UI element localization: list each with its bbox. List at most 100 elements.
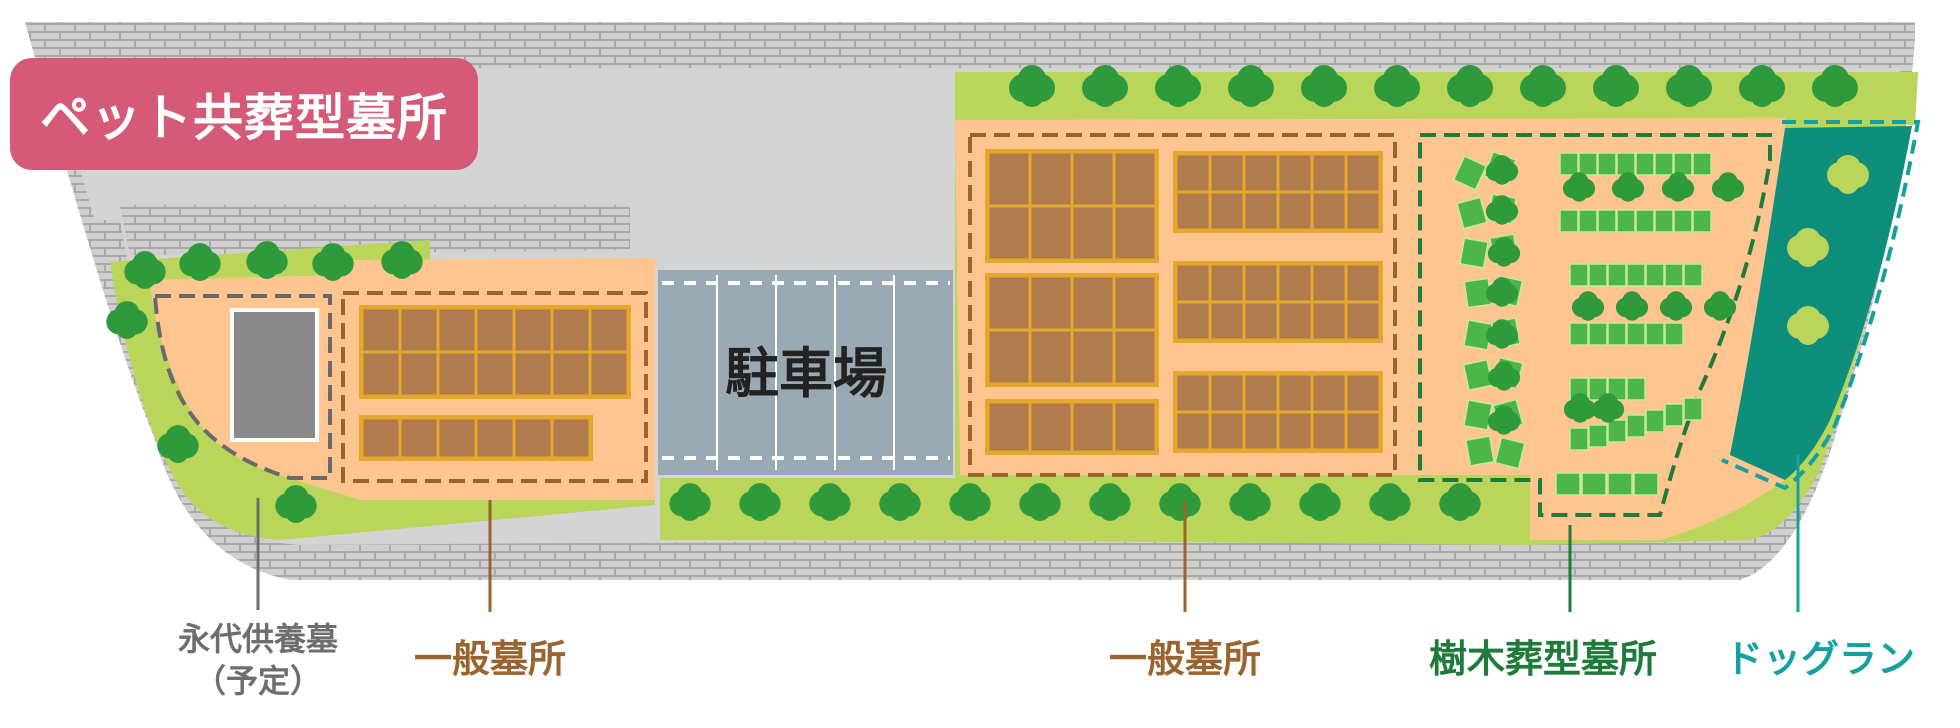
grave-plot (401, 309, 437, 351)
tree-burial-plot (1459, 237, 1489, 269)
label-tree-burial: 樹木葬型墓所 (1428, 637, 1657, 681)
tree-burial-plot (1692, 209, 1712, 233)
label-dog-run: ドッグラン (1724, 637, 1915, 681)
tree-burial-plot (1664, 263, 1684, 287)
grave-plot (989, 403, 1029, 451)
grave-plot (1115, 153, 1155, 205)
grave-plot (1177, 303, 1209, 339)
tree-lobe (1493, 289, 1511, 307)
tree-burial-plot (1626, 377, 1646, 401)
grave-plot (515, 353, 551, 395)
tree-burial-plot (1607, 419, 1627, 443)
tree-lobe (1169, 499, 1191, 521)
tree-lobe (1719, 184, 1737, 202)
tree-icon (739, 483, 781, 521)
tree-burial-plot (1692, 152, 1712, 176)
tree-icon (1739, 65, 1785, 107)
grave-plot (1073, 207, 1113, 259)
dog-run (1730, 126, 1912, 480)
tree-burial-plot (1588, 377, 1608, 401)
tree-icon (106, 301, 148, 339)
tree-icon (1827, 155, 1869, 194)
tree-icon (1485, 195, 1519, 225)
tree-lobe (1239, 83, 1263, 107)
tree-icon (1787, 228, 1829, 267)
grave-plot (1073, 153, 1113, 205)
tree-burial-plot (1626, 263, 1646, 287)
grave-plot (1211, 303, 1243, 339)
tree-burial-plot (1569, 322, 1589, 346)
grave-plot (1313, 193, 1345, 229)
tree-lobe (1823, 83, 1847, 107)
tree-icon (1485, 155, 1519, 185)
tree-icon (1711, 172, 1745, 202)
grave-plot (439, 353, 475, 395)
tree-burial-plot (1494, 436, 1526, 470)
tree-lobe (1579, 303, 1597, 321)
grave-plot (477, 419, 513, 457)
grave-plot (515, 419, 551, 457)
tree-burial-plot (1555, 472, 1581, 496)
grave-plot (989, 207, 1029, 259)
tree-burial-plot (1578, 152, 1598, 176)
tree-burial-plot (1673, 152, 1693, 176)
tree-burial-plot (1607, 263, 1627, 287)
grave-plot (1177, 155, 1209, 191)
grave-plot (1177, 265, 1209, 301)
tree-lobe (679, 499, 701, 521)
tree-lobe (1797, 323, 1819, 345)
grave-plot (1245, 193, 1277, 229)
grave-plot (1115, 277, 1155, 329)
grave-plot (1073, 277, 1113, 329)
grave-plot (1245, 375, 1277, 411)
tree-burial-plot (1463, 399, 1493, 431)
grave-plot (989, 331, 1029, 383)
tree-lobe (1166, 83, 1190, 107)
tree-lobe (167, 441, 189, 463)
grave-plot (477, 353, 513, 395)
grave-plot (1073, 331, 1113, 383)
page-title: ペット共葬型墓所 (40, 89, 448, 147)
tree-burial-plot (1616, 152, 1636, 176)
tree-lobe (1711, 303, 1729, 321)
tree-burial-plot (1578, 209, 1598, 233)
grave-plot (401, 353, 437, 395)
tree-lobe (116, 317, 138, 339)
tree-icon (1487, 237, 1521, 267)
grave-plot (1245, 413, 1277, 449)
tree-icon (1369, 483, 1411, 521)
grave-plot (1279, 375, 1311, 411)
tree-icon (879, 483, 921, 521)
tree-burial-plot (1616, 209, 1636, 233)
tree-icon (1661, 172, 1695, 202)
tree-lobe (1239, 499, 1261, 521)
grave-plot (1115, 403, 1155, 451)
tree-burial-plot (1664, 403, 1684, 427)
tree-burial-plot (1635, 152, 1655, 176)
label-general-left: 一般墓所 (413, 637, 566, 681)
label-eitai-line1: 永代供養墓 (177, 620, 338, 658)
tree-lobe (749, 499, 771, 521)
tree-icon (1155, 65, 1201, 107)
tree-burial-plot (1597, 209, 1617, 233)
tree-lobe (959, 499, 981, 521)
tree-icon (949, 483, 991, 521)
tree-lobe (1495, 417, 1513, 435)
label-eitai-line2: （予定） (193, 662, 322, 700)
tree-icon (1563, 393, 1597, 423)
grave-plot (1313, 413, 1345, 449)
tree-icon (1591, 393, 1625, 423)
grave-plot (1211, 193, 1243, 229)
tree-lobe (322, 259, 344, 281)
grave-plot (1279, 265, 1311, 301)
label-general-right: 一般墓所 (1108, 637, 1261, 681)
tree-lobe (1495, 249, 1513, 267)
title-badge: ペット共葬型墓所 (10, 58, 478, 170)
tree-icon (1019, 483, 1061, 521)
tree-lobe (285, 501, 307, 523)
tree-lobe (1599, 405, 1617, 423)
grave-plot (1031, 331, 1071, 383)
tree-icon (1485, 319, 1519, 349)
grave-plot (363, 309, 399, 351)
tree-lobe (256, 257, 278, 279)
